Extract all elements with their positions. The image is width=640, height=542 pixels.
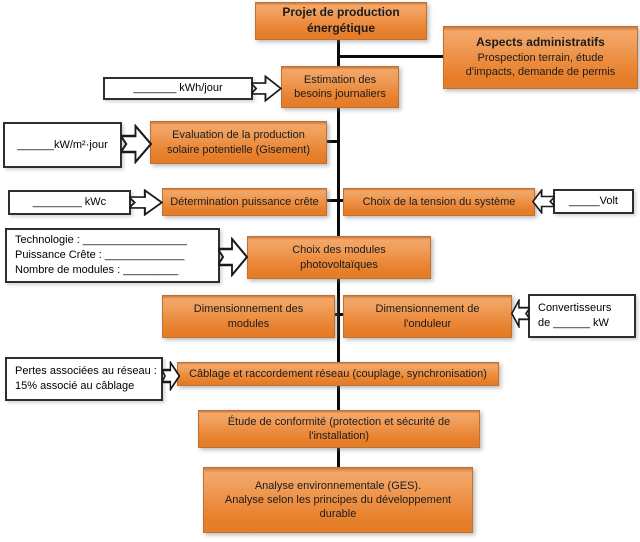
node-projet-label: Projet de production énergétique <box>282 5 400 35</box>
connector-evaluation <box>324 140 339 143</box>
callout-technologie-line3: Nombre de modules : _________ <box>15 263 179 276</box>
node-analyse-environnementale: Analyse environnementale (GES). Analyse … <box>203 467 473 533</box>
node-evaluation-production: Evaluation de la production solaire pote… <box>150 121 327 164</box>
callout-kwc-label: ________ kWc <box>32 196 107 209</box>
callout-kw-m2-jour-label: ______kW/m²·jour <box>17 138 108 151</box>
node-analyse-line1: Analyse environnementale (GES). <box>254 479 422 492</box>
callout-pertes-reseau: Pertes associées au réseau : 15% associé… <box>5 357 163 401</box>
node-choix-modules: Choix des modules photovoltaïques <box>247 236 431 279</box>
callout-pertes-line1: Pertes associées au réseau : <box>15 365 157 378</box>
callout-kwh-jour: _______ kWh/jour <box>103 77 253 100</box>
node-dim-onduleur-label: Dimensionnement de l'onduleur <box>375 303 480 330</box>
right-arrow-icon <box>218 237 248 277</box>
node-choix-tension-label: Choix de la tension du système <box>362 195 516 208</box>
callout-convertisseurs-line2: de ______ kW <box>538 317 609 329</box>
node-determination-puissance: Détermination puissance crête <box>162 188 327 216</box>
callout-technologie: Technologie : _________________ Puissanc… <box>5 228 220 283</box>
node-dimensionnement-modules: Dimensionnement des modules <box>162 295 335 338</box>
node-estimation-besoins: Estimation des besoins journaliers <box>281 66 399 108</box>
node-evaluation-label: Evaluation de la production solaire pote… <box>166 129 311 156</box>
node-analyse-line2: Analyse selon les principes du développe… <box>224 493 452 521</box>
node-determination-label: Détermination puissance crête <box>170 195 319 208</box>
node-aspects-administratifs: Aspects administratifs Prospection terra… <box>443 26 638 89</box>
node-cablage-raccordement: Câblage et raccordement réseau (couplage… <box>177 362 499 386</box>
node-aspects-title: Aspects administratifs <box>476 35 605 50</box>
node-estimation-label: Estimation des besoins journaliers <box>294 73 386 100</box>
callout-kw-m2-jour: ______kW/m²·jour <box>3 122 122 168</box>
node-etude-conformite: Étude de conformité (protection et sécur… <box>198 410 480 448</box>
callout-technologie-line1: Technologie : _________________ <box>15 234 187 247</box>
node-cablage-label: Câblage et raccordement réseau (couplage… <box>189 367 487 380</box>
callout-kwc: ________ kWc <box>8 190 131 215</box>
left-arrow-icon <box>532 189 555 214</box>
right-arrow-icon <box>121 124 152 164</box>
right-arrow-icon <box>129 189 163 216</box>
callout-kwh-jour-label: _______ kWh/jour <box>133 82 223 95</box>
connector-row-puissance-tension <box>326 199 344 202</box>
callout-pertes-line2: 15% associé au câblage <box>15 380 135 392</box>
node-projet: Projet de production énergétique <box>255 2 427 40</box>
left-arrow-icon <box>511 299 530 328</box>
node-choix-tension: Choix de la tension du système <box>343 188 535 216</box>
callout-convertisseurs-line1: Convertisseurs <box>538 302 612 315</box>
callout-convertisseurs: Convertisseurs de ______ kW <box>528 294 636 338</box>
connector-row-dimensionnement <box>332 313 345 316</box>
callout-technologie-line2: Puissance Crête : _____________ <box>15 249 185 262</box>
node-choix-modules-label: Choix des modules photovoltaïques <box>292 244 386 271</box>
callout-volt-label: _____Volt <box>569 195 618 208</box>
connector-to-aspects <box>338 55 445 58</box>
node-dim-modules-label: Dimensionnement des modules <box>193 303 304 330</box>
right-arrow-icon <box>251 75 282 102</box>
node-dimensionnement-onduleur: Dimensionnement de l'onduleur <box>343 295 512 338</box>
node-conformite-label: Étude de conformité (protection et sécur… <box>227 415 451 442</box>
callout-volt: _____Volt <box>553 189 634 214</box>
node-aspects-body: Prospection terrain, étude d'impacts, de… <box>465 52 616 79</box>
right-arrow-icon <box>162 361 180 391</box>
